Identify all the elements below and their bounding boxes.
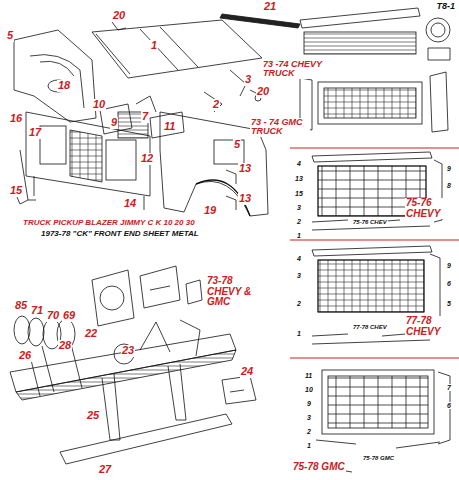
section-label: 11 [304, 372, 313, 379]
callout-number: 24 [240, 366, 254, 378]
callout-number: 12 [140, 153, 154, 165]
section-label: 4 [296, 255, 302, 262]
callout-number: 69 [62, 310, 76, 322]
callout-number: 15 [9, 185, 23, 197]
section-label: 8 [446, 182, 452, 189]
callout-number: 13 [238, 163, 252, 175]
callout-number: 11 [163, 121, 176, 133]
section-label: 73 -74 CHEVY TRUCK [262, 60, 328, 79]
callout-number: 2 [212, 99, 220, 111]
callout-number: 1 [150, 40, 158, 52]
section-label: 2 [296, 218, 302, 225]
section-label: 75-76 CHEVY [405, 198, 453, 219]
section-label: 75-78 GMC [292, 462, 346, 473]
section-label: 6 [446, 280, 452, 287]
callout-number: 13 [238, 193, 252, 205]
callout-number: 14 [123, 198, 137, 210]
section-label: 2 [296, 300, 302, 307]
callout-number: 20 [256, 86, 270, 98]
section-label: 1 [296, 232, 302, 239]
section-label: 7 [446, 384, 452, 391]
section-label: 9 [446, 165, 452, 172]
section-label: 77-78 CHEVY [405, 316, 453, 337]
callout-number: 28 [58, 340, 72, 352]
callout-number: 18 [57, 80, 71, 92]
section-label: 1973-78 "CK" FRONT END SHEET METAL [40, 230, 200, 238]
callout-number: 19 [203, 205, 217, 217]
callout-number: 22 [84, 328, 98, 340]
callout-number: 7 [141, 111, 149, 123]
callout-number: 10 [92, 99, 106, 111]
section-label: 10 [304, 386, 314, 393]
section-label: 13 [294, 175, 304, 182]
section-label: 9 [306, 400, 312, 407]
callout-number: 9 [110, 117, 118, 129]
callout-number: 70 [46, 310, 60, 322]
callout-number: 23 [121, 345, 135, 357]
callout-number: 5 [6, 30, 14, 42]
callout-number: 85 [14, 300, 28, 312]
section-label: 75-76 CHEV [352, 219, 388, 225]
section-label: 1 [296, 330, 302, 337]
section-label: 3 [296, 204, 302, 211]
callout-number: 3 [244, 74, 252, 86]
section-label: 1 [306, 442, 312, 449]
section-label: 77-78 CHEV [352, 324, 388, 330]
section-label: 2 [306, 428, 312, 435]
callout-number: 16 [9, 113, 23, 125]
section-label: 5 [446, 300, 452, 307]
callout-number: 5 [233, 139, 241, 151]
callout-number: 20 [112, 10, 126, 22]
callout-number: 27 [98, 464, 112, 476]
callout-number: 21 [263, 1, 277, 13]
section-label: T8-1 [435, 2, 456, 11]
section-label: 9 [446, 262, 452, 269]
section-label: 6 [446, 402, 452, 409]
section-label: 15 [294, 190, 304, 197]
section-label: 73-78 CHEVY & GMC [206, 276, 258, 308]
section-label: TRUCK PICKUP BLAZER JIMMY C K 10 20 30 [22, 219, 196, 227]
section-label: 3 [306, 414, 312, 421]
section-label: 3 [296, 272, 302, 279]
section-label: 75-78 GMC [362, 455, 395, 461]
callout-number: 26 [18, 350, 32, 362]
callout-number: 17 [28, 127, 42, 139]
callout-number: 25 [86, 410, 100, 422]
section-label: 4 [296, 160, 302, 167]
section-label: 73 - 74 GMC TRUCK [250, 118, 310, 137]
callout-number: 71 [30, 305, 44, 317]
